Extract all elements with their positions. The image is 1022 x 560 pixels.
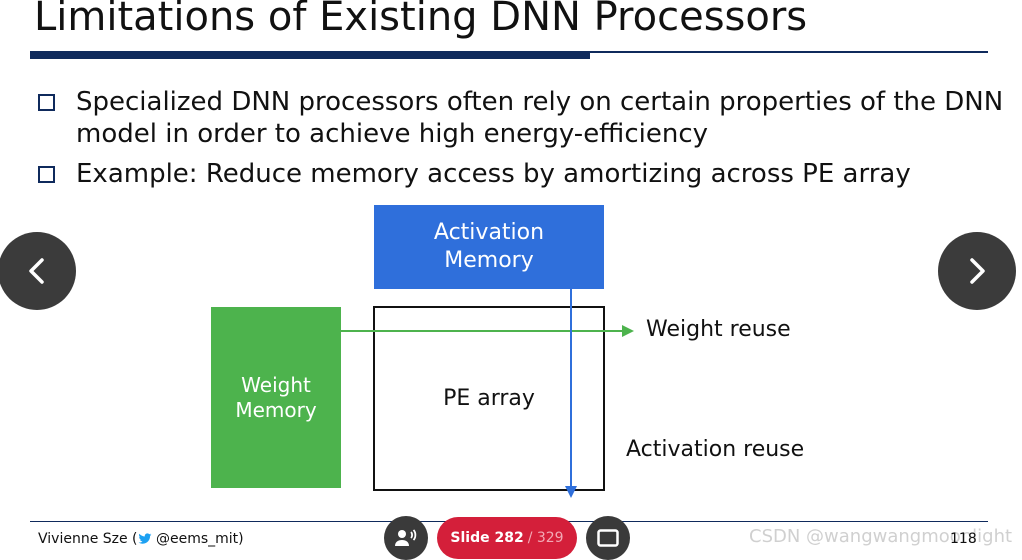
bullet-text: Specialized DNN processors often rely on… xyxy=(76,87,1004,149)
activation-memory-label-line1: Activation xyxy=(433,220,545,245)
activation-memory-label-line2: Memory xyxy=(444,248,534,273)
audio-button[interactable] xyxy=(384,516,428,560)
title-underline-thin xyxy=(590,51,988,53)
weight-memory-label-line2: Memory xyxy=(235,397,317,422)
chevron-left-icon xyxy=(29,258,44,284)
slide-title: Limitations of Existing DNN Processors xyxy=(34,0,808,40)
activation-memory-block: Activation Memory xyxy=(374,205,604,289)
slide-total: / 329 xyxy=(527,530,564,546)
activation-reuse-label: Activation reuse xyxy=(626,437,805,462)
twitter-bird-icon xyxy=(138,533,151,544)
pe-array-label: PE array xyxy=(443,386,535,411)
chevron-right-icon xyxy=(970,258,985,284)
weight-reuse-label: Weight reuse xyxy=(646,317,791,342)
weight-reuse-arrowhead xyxy=(622,325,634,337)
bullet-item: Example: Reduce memory access by amortiz… xyxy=(36,158,1006,190)
fullscreen-button[interactable] xyxy=(586,516,630,560)
pe-array-block: PE array xyxy=(373,306,605,491)
previous-slide-button[interactable] xyxy=(0,232,76,310)
square-bullet-icon xyxy=(38,94,55,111)
weight-memory-block: Weight Memory xyxy=(211,307,341,488)
csdn-watermark: CSDN @wangwangmoonlight xyxy=(749,526,1013,547)
author-handle: @eems_mit) xyxy=(155,531,244,547)
bullet-item: Specialized DNN processors often rely on… xyxy=(36,86,1006,150)
weight-memory-label-line1: Weight xyxy=(241,372,311,397)
page-number: 118 xyxy=(950,531,977,547)
next-slide-button[interactable] xyxy=(938,232,1016,310)
bullet-text: Example: Reduce memory access by amortiz… xyxy=(76,159,911,189)
slide-current: Slide 282 xyxy=(450,530,524,546)
fullscreen-icon xyxy=(597,529,619,547)
slide-counter-button[interactable]: Slide 282 / 329 xyxy=(437,517,577,559)
speaker-icon xyxy=(395,529,417,546)
footer-author: Vivienne Sze ( @eems_mit) xyxy=(38,531,244,547)
author-name: Vivienne Sze ( xyxy=(38,531,138,547)
square-bullet-icon xyxy=(38,166,55,183)
bullet-list: Specialized DNN processors often rely on… xyxy=(36,86,1006,198)
title-underline-thick xyxy=(30,51,590,59)
